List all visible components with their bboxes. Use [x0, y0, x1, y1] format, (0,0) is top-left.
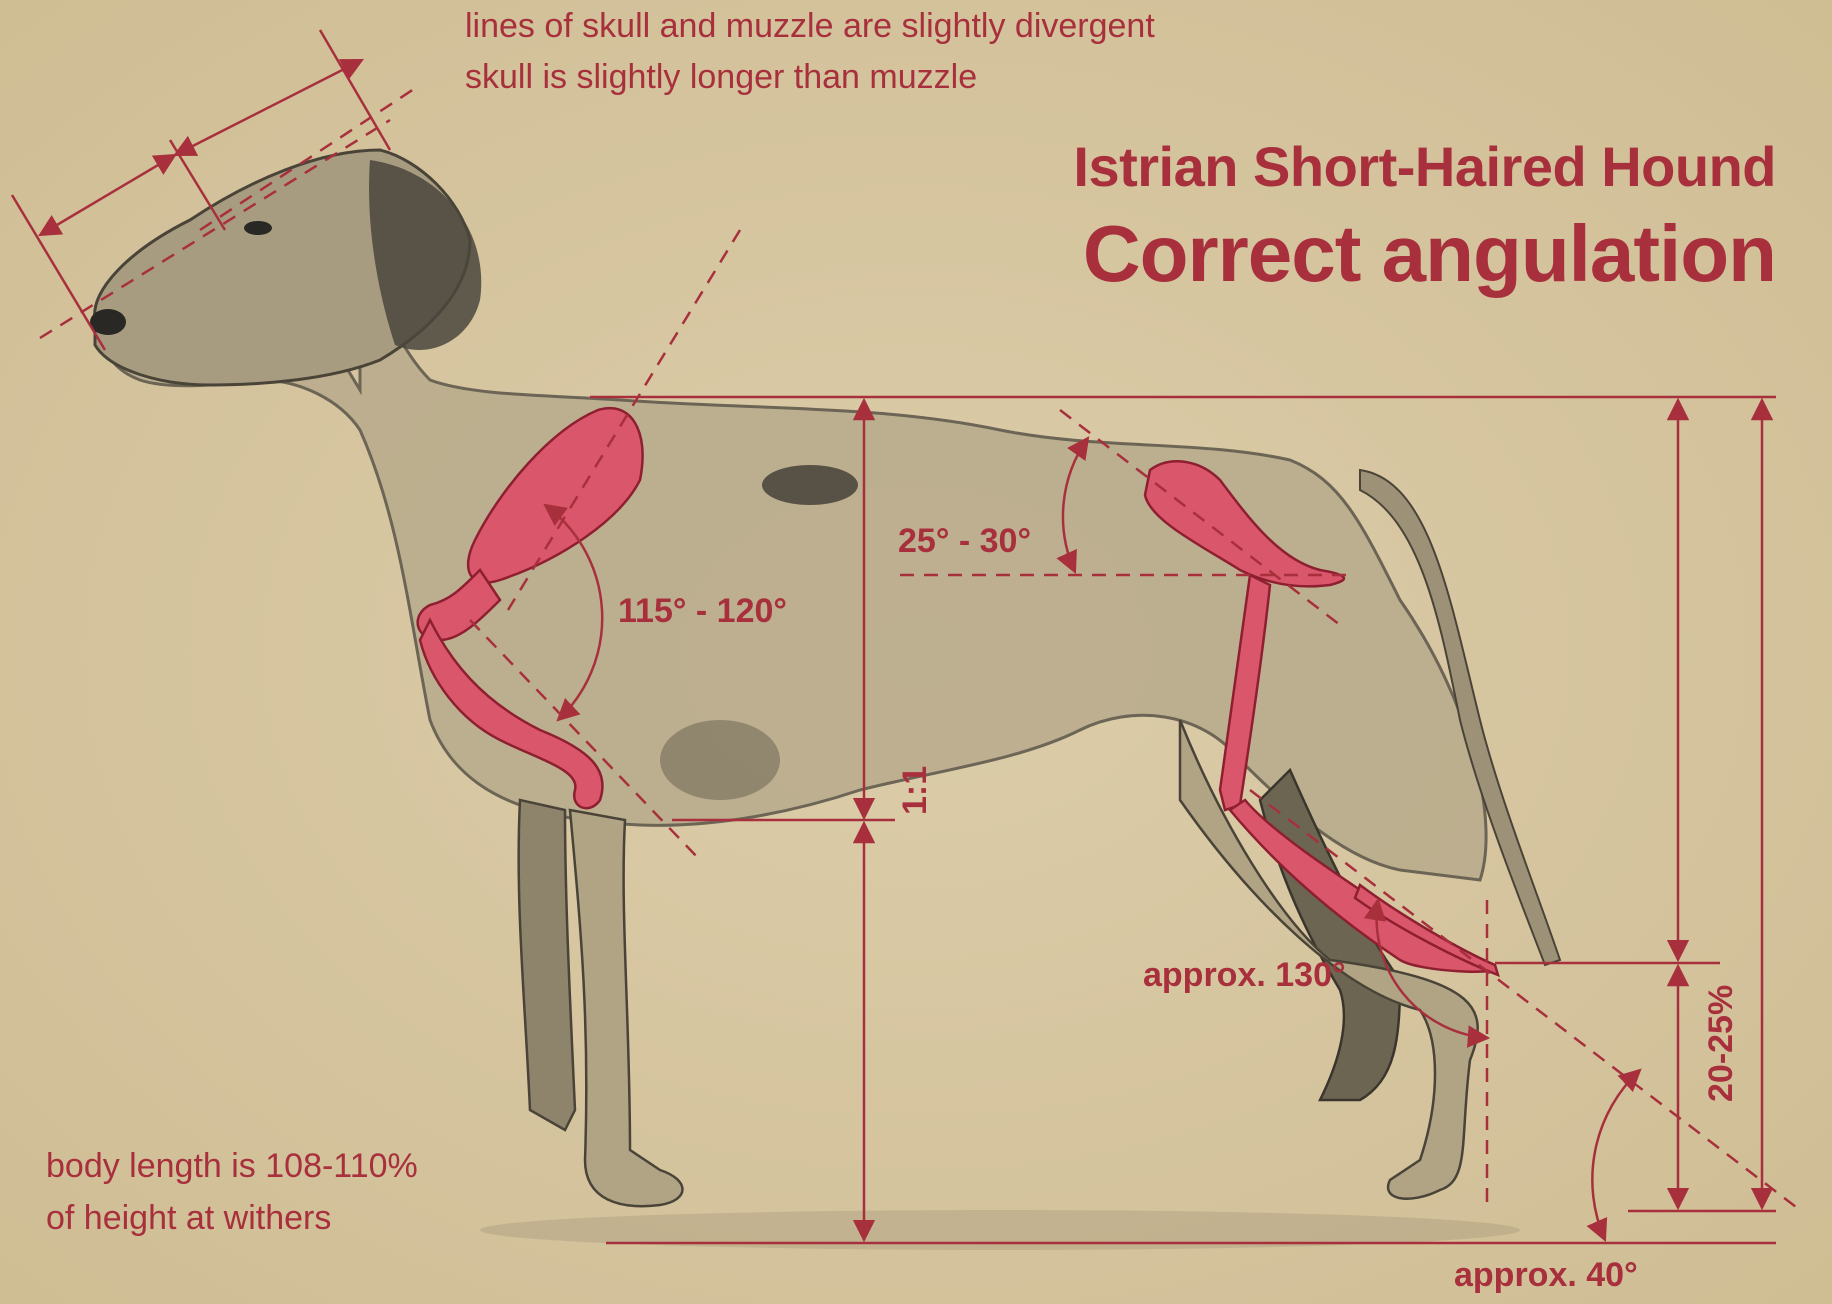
- chest-spot: [660, 720, 780, 800]
- height-ratio-label: 1:1: [896, 766, 935, 815]
- breed-title: Istrian Short-Haired Hound: [1073, 134, 1776, 199]
- pelvis-angle-label: 25° - 30°: [898, 522, 1031, 561]
- hock-height-label: 20-25%: [1702, 985, 1741, 1102]
- dog-nose: [90, 309, 126, 335]
- shoulder-angle-label: 115° - 120°: [618, 592, 787, 631]
- dog-eye: [244, 221, 272, 235]
- pastern-angle-label: approx. 40°: [1454, 1256, 1638, 1295]
- hock-angle-label: approx. 130°: [1143, 956, 1346, 995]
- body-note-line2: of height at withers: [46, 1192, 331, 1245]
- skull-note-line1: lines of skull and muzzle are slightly d…: [465, 0, 1155, 53]
- body-spot: [762, 465, 858, 505]
- skull-note-line2: skull is slightly longer than muzzle: [465, 51, 977, 104]
- body-note-line1: body length is 108-110%: [46, 1140, 418, 1193]
- diagram-subtitle: Correct angulation: [1083, 208, 1776, 300]
